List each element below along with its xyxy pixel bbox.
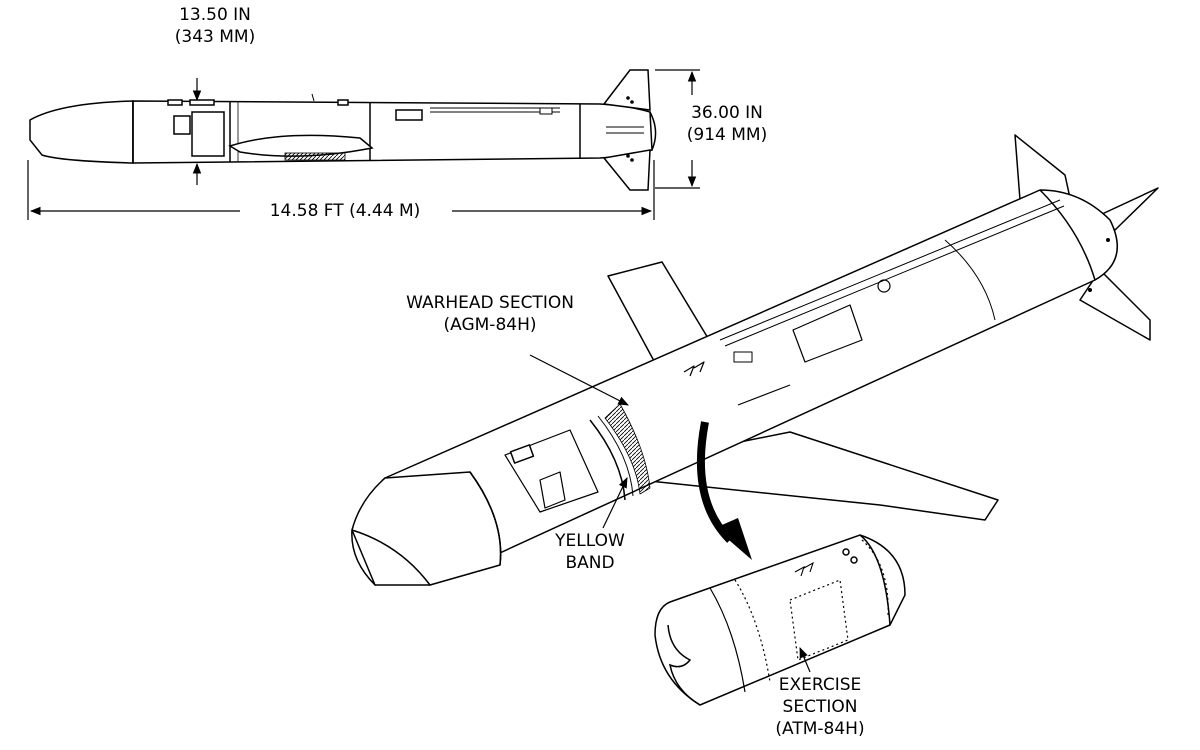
diameter-mm: (343 MM)	[174, 27, 256, 47]
yellow-band-line1: YELLOW	[555, 531, 625, 551]
swap-arrow	[696, 421, 752, 560]
dimension-lines	[27, 69, 700, 220]
fin-span-inches: 36.00 IN	[691, 103, 763, 123]
exercise-section-line1: EXERCISE	[778, 675, 862, 695]
fin-span-mm: (914 MM)	[686, 125, 768, 145]
isometric-missile	[351, 134, 1159, 586]
exercise-section-line2: SECTION	[782, 697, 858, 717]
warhead-section-model: (AGM-84H)	[443, 315, 537, 335]
side-view-missile	[29, 69, 657, 191]
diameter-label: 13.50 IN (343 MM)	[150, 4, 280, 48]
fin-span-label: 36.00 IN (914 MM)	[662, 102, 792, 146]
diameter-inches: 13.50 IN	[179, 5, 251, 25]
length-value: 14.58 FT (4.44 M)	[269, 201, 421, 221]
length-label: 14.58 FT (4.44 M)	[240, 200, 450, 222]
warhead-section-title: WARHEAD SECTION	[406, 293, 574, 313]
yellow-band-line2: BAND	[565, 553, 615, 573]
yellow-band-label: YELLOW BAND	[535, 530, 645, 574]
warhead-section-label: WARHEAD SECTION (AGM-84H)	[380, 292, 600, 336]
leader-lines	[529, 354, 811, 673]
exercise-section-model: (ATM-84H)	[775, 719, 865, 739]
exercise-section	[654, 534, 906, 706]
exercise-section-label: EXERCISE SECTION (ATM-84H)	[760, 674, 880, 740]
